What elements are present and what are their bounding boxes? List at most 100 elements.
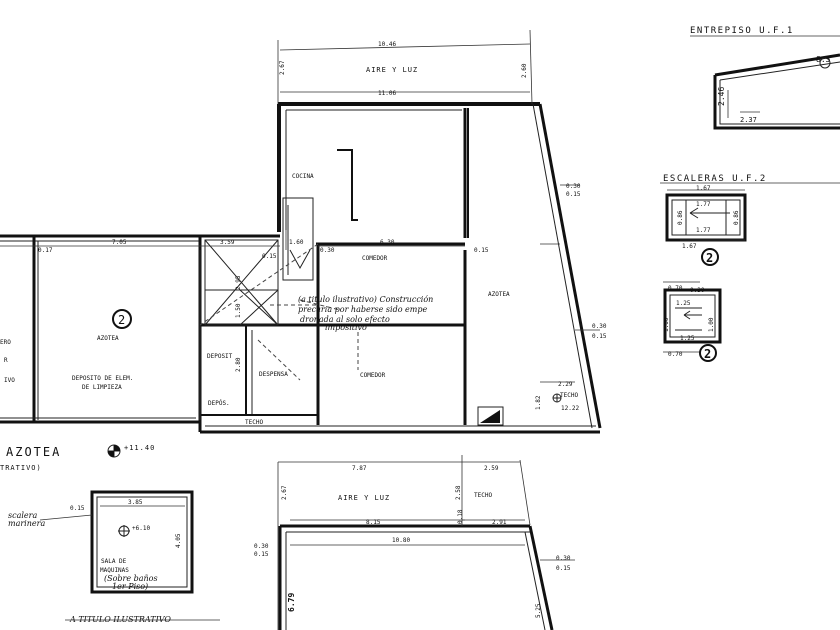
entrepiso-block <box>690 35 840 130</box>
dim-2-58: 2.58 <box>455 485 462 500</box>
dim-8-5: 8.5 <box>816 55 831 64</box>
azotea-title: AZOTEA <box>6 445 61 459</box>
dim-1-67-a: 1.67 <box>696 185 711 192</box>
escaleras-title: ESCALERAS U.F.2 <box>663 174 767 184</box>
aire-luz-top-label: AIRE Y LUZ <box>366 66 418 74</box>
upper-dimension-lines <box>0 29 600 420</box>
dim-4-05: 4.05 <box>175 533 182 548</box>
dimension-values: 10.46 11.06 2.67 2.60 7.05 0.17 3.59 1.6… <box>38 41 831 618</box>
dim-1-00-a: 1.00 <box>663 317 670 332</box>
techo-label-1: TECHO <box>245 419 263 426</box>
dim-8-15: 8.15 <box>366 519 381 526</box>
deposito-label: DEPOSIT <box>207 353 233 360</box>
sala-maquinas-labels: SALA DE MAQUINAS (Sobre baños 1er Piso) … <box>8 511 171 624</box>
unit-number-escalera-1: 2 <box>706 251 713 265</box>
note-line-3: dronada al solo efecto <box>300 315 390 324</box>
deposito-limpieza-line2: DE LIMPIEZA <box>82 384 122 391</box>
dim-2-67-b: 2.67 <box>281 485 288 500</box>
room-labels: AIRE Y LUZ COCINA COMEDOR COMEDOR AZOTEA… <box>72 66 579 499</box>
note-line-4: impositivo <box>325 323 367 332</box>
dim-0-15-d: 0.15 <box>262 253 277 260</box>
precarious-note: (a titulo ilustrativo) Construcción prec… <box>298 295 433 332</box>
dim-11-06: 11.06 <box>378 90 396 97</box>
dim-1-77-a: 1.77 <box>696 201 711 208</box>
deposito-small-label: DEPÓS. <box>208 400 230 407</box>
dim-2-59: 2.59 <box>484 465 499 472</box>
sala-level: +6.10 <box>132 525 150 532</box>
dim-2-67: 2.67 <box>279 60 286 75</box>
dim-0-30-c: 0.30 <box>592 323 607 330</box>
left-fragment-3: IVO <box>4 377 15 384</box>
dim-1-77-b: 1.77 <box>696 227 711 234</box>
dim-2-80: 2.80 <box>235 357 242 372</box>
dim-1-25-b: 1.25 <box>680 335 695 342</box>
right-titles: ENTREPISO U.F.1 ESCALERAS U.F.2 <box>663 26 794 184</box>
unit-number-escalera-2: 2 <box>704 347 711 361</box>
note-line-2: precaria por haberse sido empe <box>298 305 428 314</box>
dim-0-30-f: 0.30 <box>690 287 705 294</box>
sala-line-1: SALA DE <box>101 558 127 565</box>
sala-line-3: (Sobre baños <box>104 574 158 583</box>
lower-plan-walls <box>277 455 575 630</box>
dim-6-30: 6.30 <box>380 239 395 246</box>
ilustrativo-fragment: TRATIVO) <box>0 464 42 472</box>
dim-0-15-a: 0.15 <box>474 247 489 254</box>
dim-1-50: 1.50 <box>235 303 242 318</box>
dim-2-91: 2.91 <box>492 519 507 526</box>
dim-0-70-b: 0.70 <box>668 351 683 358</box>
dim-0-30-a: 0.30 <box>320 247 335 254</box>
dim-6-79: 6.79 <box>287 593 296 612</box>
comedor-upper-label: COMEDOR <box>362 255 388 262</box>
dim-10-80: 10.80 <box>392 537 410 544</box>
escalera-marinera-2: marinera <box>8 519 45 528</box>
despensa-label: DESPENSA <box>259 371 288 378</box>
unit-circles: 2 2 2 <box>112 251 713 361</box>
left-fragment-2: R <box>4 357 8 364</box>
azotea-title-group: AZOTEA +11.40 TRATIVO) ERO R IVO <box>0 339 155 472</box>
azotea-left-label: AZOTEA <box>97 335 119 342</box>
sala-line-2: MAQUINAS <box>100 567 129 574</box>
dim-2-37: 2.37 <box>740 116 757 124</box>
dim-2-29: 2.29 <box>558 381 573 388</box>
dim-0-86-a: 0.86 <box>677 210 684 225</box>
dim-0-17: 0.17 <box>38 247 53 254</box>
sala-maquinas-block <box>39 490 220 621</box>
upper-plan-walls <box>0 102 602 434</box>
dim-7-87: 7.87 <box>352 465 367 472</box>
dim-10-46: 10.46 <box>378 41 396 48</box>
dim-2-46: 2.46 <box>717 87 726 106</box>
dim-5-25: 5.25 <box>535 603 542 618</box>
dim-1-82: 1.82 <box>535 395 542 410</box>
dim-0-86-b: 0.86 <box>733 210 740 225</box>
note-line-1: (a titulo ilustrativo) Construcción <box>298 295 433 304</box>
azotea-level-marker <box>107 444 121 458</box>
azotea-level: +11.40 <box>124 444 155 452</box>
techo-label-2: TECHO <box>560 392 578 399</box>
dim-1-00-b: 1.00 <box>708 317 715 332</box>
cocina-label: COCINA <box>292 173 314 180</box>
escaleras-block <box>660 182 840 362</box>
dim-0-30-b: 0.30 <box>566 183 581 190</box>
dim-0-15-e: 0.15 <box>254 551 269 558</box>
dim-0-15-g: 0.15 <box>70 505 85 512</box>
techo-label-3: TECHO <box>474 492 492 499</box>
left-fragment-1: ERO <box>0 339 11 346</box>
deposito-limpieza-line1: DEPOSITO DE ELEM. <box>72 375 133 382</box>
comedor-lower-label: COMEDOR <box>360 372 386 379</box>
dim-2-95: 2.95 <box>235 275 242 290</box>
dim-0-15-f: 0.15 <box>556 565 571 572</box>
azotea-right-label: AZOTEA <box>488 291 510 298</box>
aire-luz-bottom-label: AIRE Y LUZ <box>338 494 390 502</box>
lower-plan-labels: AIRE Y LUZ <box>338 494 390 502</box>
dim-1-25-a: 1.25 <box>676 300 691 307</box>
dim-2-60: 2.60 <box>521 63 528 78</box>
dim-7-05: 7.05 <box>112 239 127 246</box>
entrepiso-title: ENTREPISO U.F.1 <box>690 26 794 36</box>
dim-0-30-e: 0.30 <box>556 555 571 562</box>
escalera-marinera-1: scalera <box>8 511 37 520</box>
dim-0-30-d: 0.30 <box>254 543 269 550</box>
dim-0-18: 0.18 <box>457 509 464 524</box>
unit-number-left: 2 <box>118 313 125 327</box>
sala-line-4: 1er Piso) <box>112 582 148 591</box>
